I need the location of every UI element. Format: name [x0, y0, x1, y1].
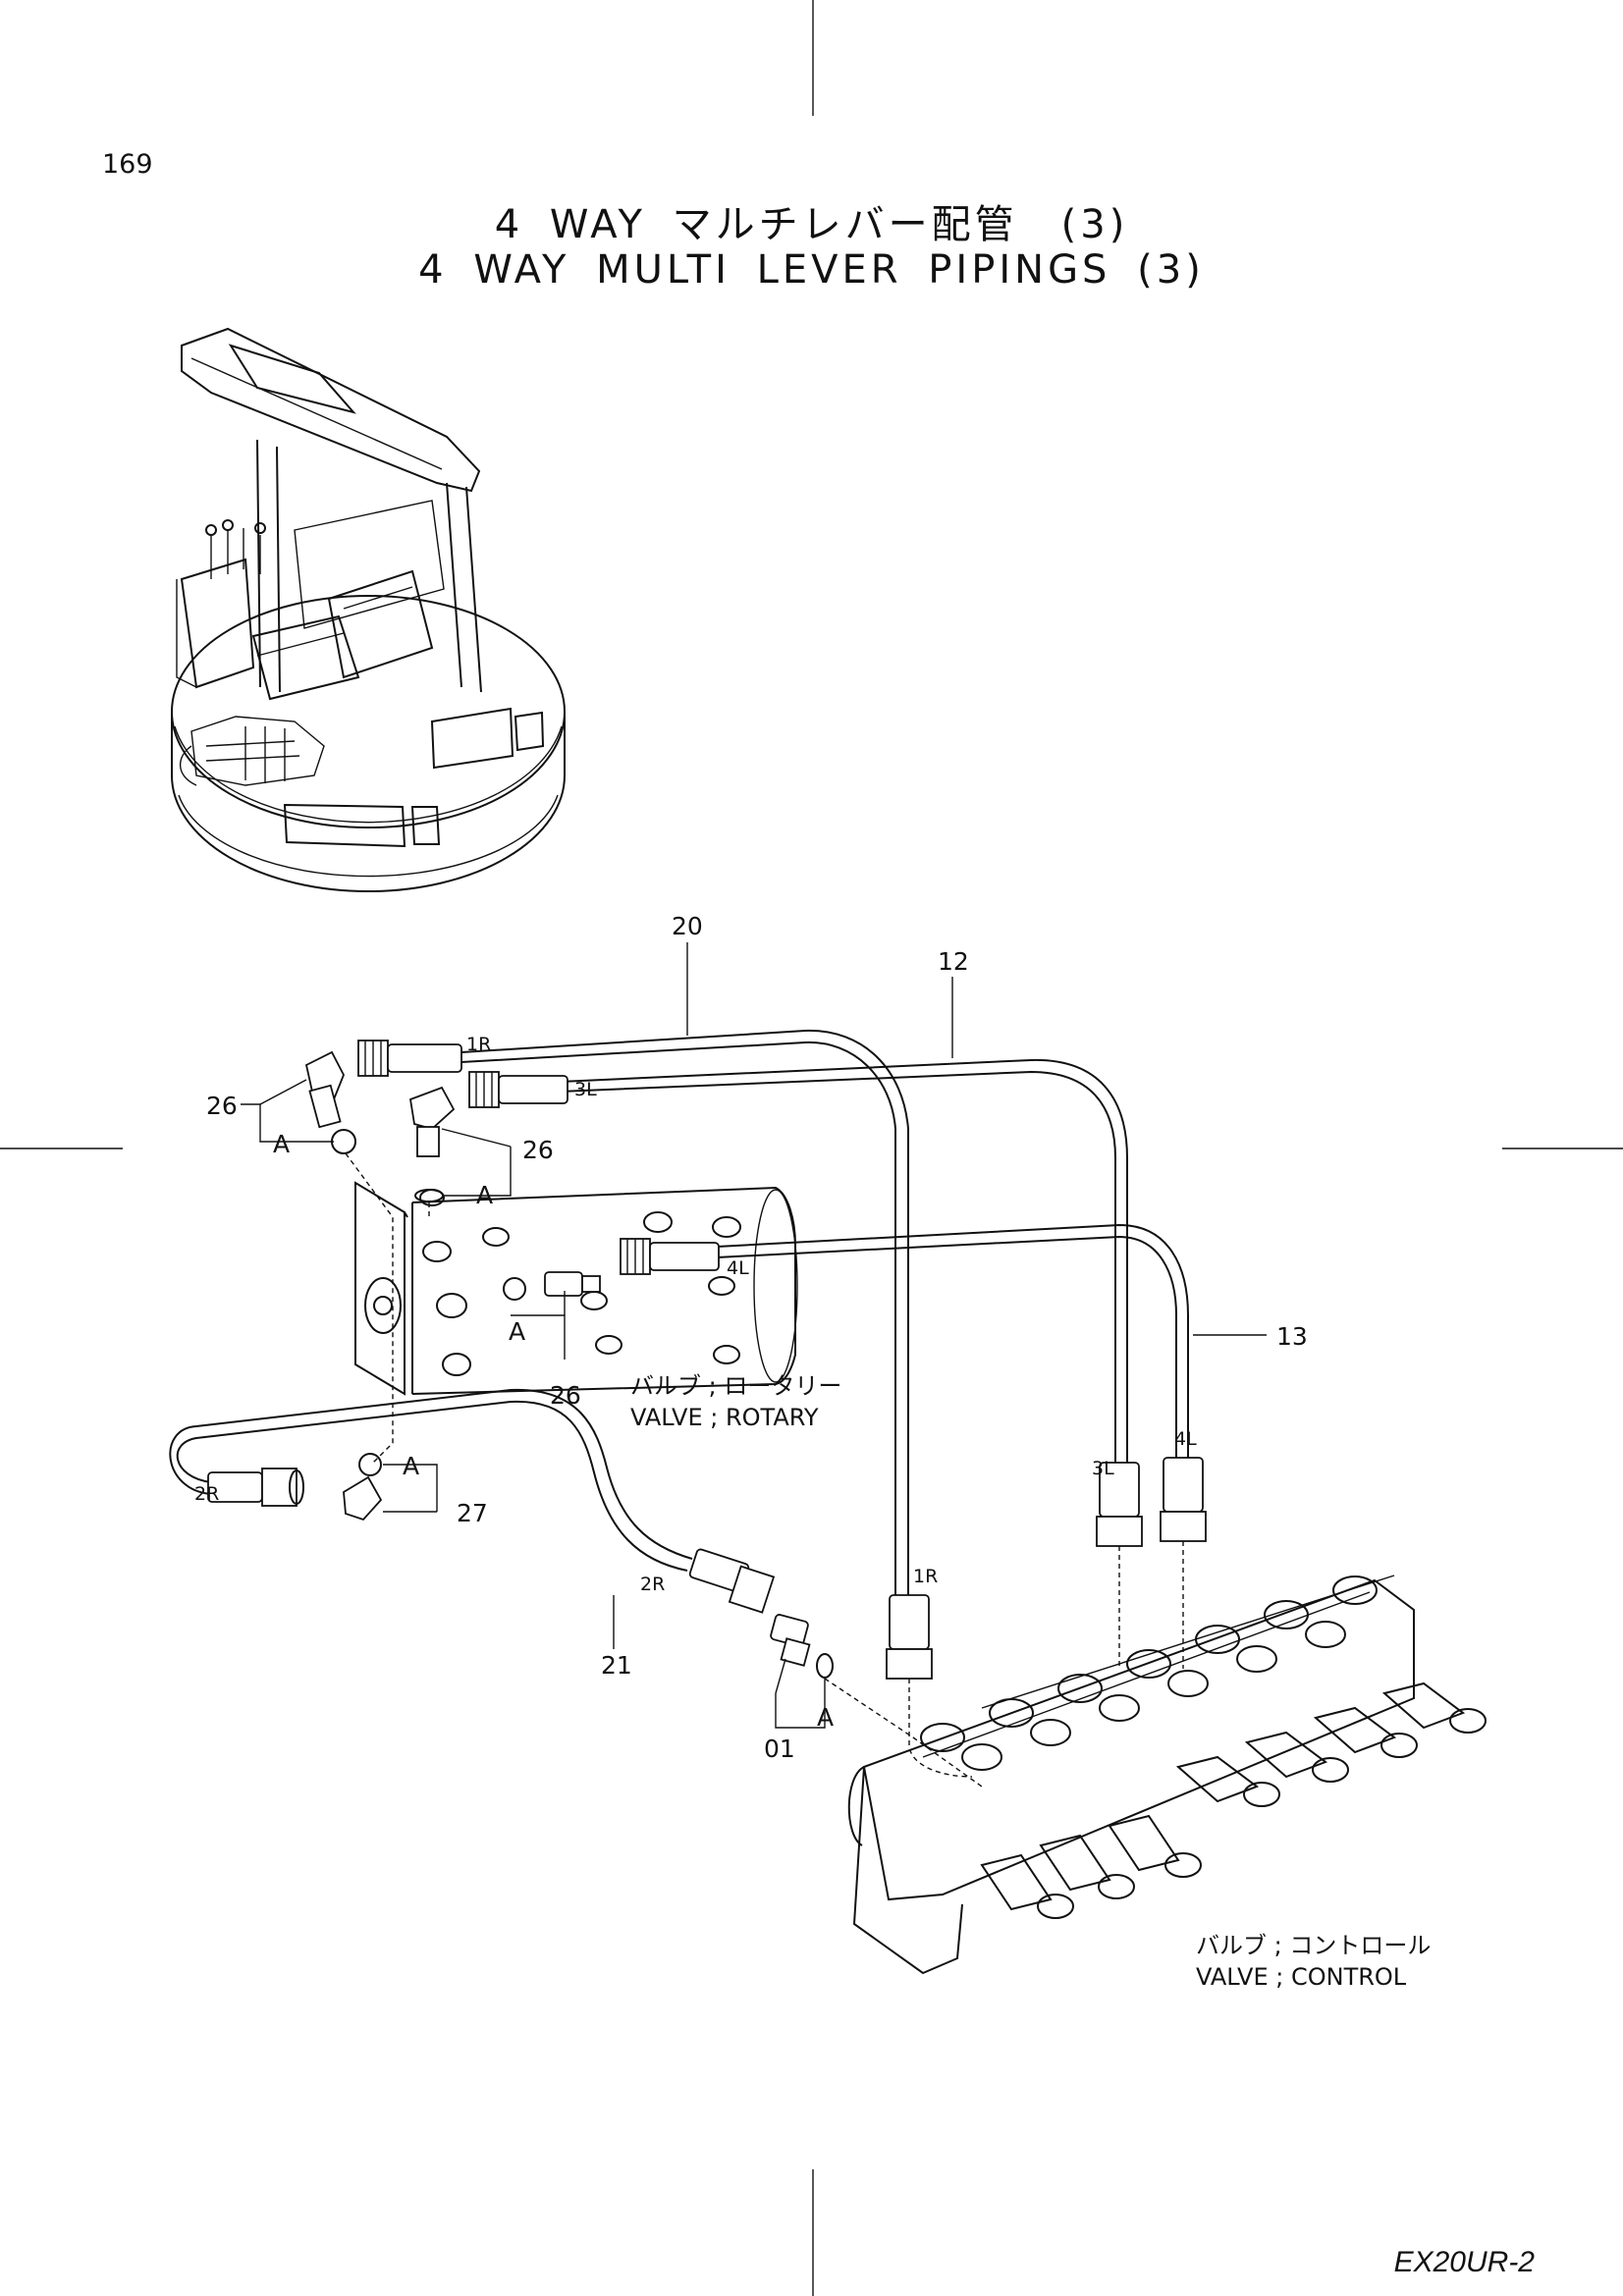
- detail-mark-a: A: [509, 1317, 525, 1346]
- control-valve: [847, 1575, 1487, 1975]
- port-label-3l: 3L: [574, 1079, 597, 1100]
- detail-mark-a: A: [817, 1703, 834, 1732]
- hoses: [169, 1029, 1189, 1595]
- detail-mark-a: A: [403, 1452, 419, 1480]
- adapters-and-o-rings: [304, 1050, 834, 1679]
- model-code: EX20UR-2: [1393, 2246, 1535, 2278]
- detail-mark-a: A: [273, 1130, 290, 1158]
- machine-overview-illustration: [171, 327, 566, 892]
- detail-mark-a: A: [476, 1181, 493, 1209]
- detail-marks: A A A A A: [273, 1130, 834, 1732]
- port-label-1r: 1R: [466, 1034, 491, 1055]
- page-title-english: 4 WAY MULTI LEVER PIPINGS (3): [418, 247, 1205, 293]
- rotary-valve-caption-en: VALVE ; ROTARY: [630, 1404, 819, 1431]
- callout-20: 20: [672, 912, 703, 940]
- port-label-4l: 4L: [727, 1257, 749, 1279]
- port-label-2r: 2R: [640, 1574, 665, 1595]
- hidden-lines: [345, 1152, 1184, 1788]
- spool-ends-right: [980, 1682, 1487, 1919]
- port-label-3l: 3L: [1092, 1458, 1114, 1479]
- port-label-2r: 2R: [194, 1483, 219, 1505]
- hose-fittings: [207, 1040, 1207, 1680]
- port-labels: 1R 3L 4L 2R 2R 3L 4L 1R: [194, 1034, 1197, 1595]
- page-title-japanese: 4 WAY マルチレバー配管 (3): [494, 202, 1129, 247]
- callout-13: 13: [1276, 1322, 1308, 1351]
- callout-21: 21: [601, 1651, 632, 1680]
- spool-group-upper: [920, 1575, 1378, 1771]
- rotary-valve: [354, 1181, 798, 1396]
- control-valve-caption-en: VALVE ; CONTROL: [1196, 1963, 1407, 1991]
- port-label-4l: 4L: [1174, 1428, 1197, 1450]
- callout-26: 26: [522, 1136, 554, 1164]
- component-captions: バルブ ; ロータリー VALVE ; ROTARY バルブ ; コントロール …: [630, 1372, 1431, 1991]
- page-number: 169: [102, 149, 153, 180]
- callout-26: 26: [550, 1381, 581, 1410]
- leader-lines: [241, 942, 1267, 1729]
- callout-numbers: 20 12 26 26 26 13 27 21 01: [206, 912, 1308, 1763]
- callout-12: 12: [938, 947, 969, 976]
- callout-26: 26: [206, 1092, 238, 1120]
- callout-01: 01: [764, 1735, 795, 1763]
- rotary-valve-caption-jp: バルブ ; ロータリー: [630, 1372, 841, 1400]
- control-valve-caption-jp: バルブ ; コントロール: [1196, 1932, 1431, 1959]
- port-label-1r: 1R: [913, 1566, 938, 1587]
- callout-27: 27: [457, 1499, 488, 1527]
